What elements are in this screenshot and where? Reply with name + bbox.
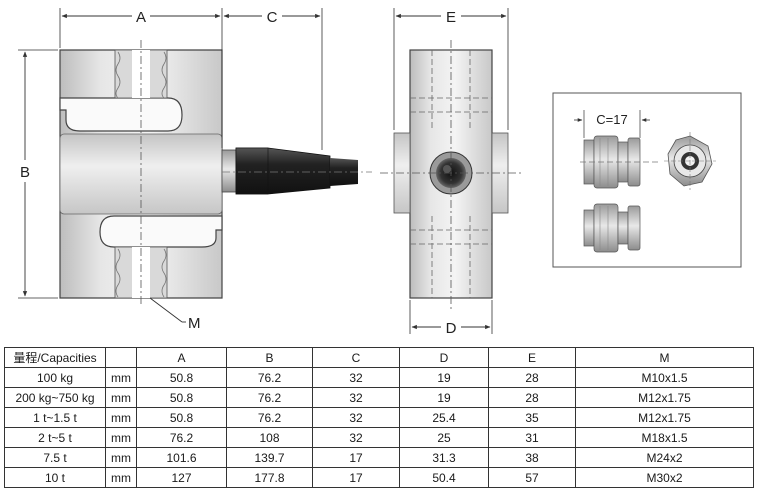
cell-a: 101.6 <box>136 447 227 468</box>
dimension-d: D <box>409 300 493 337</box>
cell-d: 25 <box>399 427 489 448</box>
label-b: B <box>20 164 30 181</box>
label-a: A <box>136 9 146 26</box>
cell-capacity: 10 t <box>4 467 106 488</box>
cell-b: 108 <box>226 427 313 448</box>
cell-a: 50.8 <box>136 407 227 428</box>
cell-e: 57 <box>488 467 576 488</box>
cell-m: M10x1.5 <box>575 367 754 388</box>
cell-c: 32 <box>312 407 400 428</box>
cell-capacity: 1 t~1.5 t <box>4 407 106 428</box>
cell-unit: mm <box>105 367 137 388</box>
cell-a: 50.8 <box>136 367 227 388</box>
cell-b: 76.2 <box>226 387 313 408</box>
cell-c: 32 <box>312 427 400 448</box>
cell-c: 32 <box>312 367 400 388</box>
cell-capacity: 200 kg~750 kg <box>4 387 106 408</box>
dimension-a: A <box>59 8 223 148</box>
header-unit <box>105 347 137 368</box>
side-view <box>380 40 522 310</box>
cell-b: 76.2 <box>226 367 313 388</box>
cell-e: 35 <box>488 407 576 428</box>
table-row: 200 kg~750 kg mm 50.8 76.2 32 19 28 M12x… <box>4 387 754 408</box>
cell-b: 177.8 <box>226 467 313 488</box>
cell-unit: mm <box>105 387 137 408</box>
label-m: M <box>188 315 201 332</box>
capacity-spec-table: 量程/Capacities A B C D E M 100 kg mm 50.8… <box>4 347 754 488</box>
cell-unit: mm <box>105 467 137 488</box>
front-view <box>59 40 372 305</box>
cell-capacity: 7.5 t <box>4 447 106 468</box>
cell-capacity: 100 kg <box>4 367 106 388</box>
cell-a: 50.8 <box>136 387 227 408</box>
dimension-b: B <box>18 49 58 299</box>
cell-m: M18x1.5 <box>575 427 754 448</box>
header-capacities: 量程/Capacities <box>4 347 106 368</box>
dimension-c: C <box>223 8 323 150</box>
table-row: 10 t mm 127 177.8 17 50.4 57 M30x2 <box>4 467 754 488</box>
cell-c: 17 <box>312 467 400 488</box>
gland-detail-box: C=17 <box>552 92 742 268</box>
cell-c: 32 <box>312 387 400 408</box>
cell-d: 25.4 <box>399 407 489 428</box>
cell-d: 50.4 <box>399 467 489 488</box>
cell-b: 76.2 <box>226 407 313 428</box>
cell-a: 127 <box>136 467 227 488</box>
cell-c: 17 <box>312 447 400 468</box>
table-header-row: 量程/Capacities A B C D E M <box>4 347 754 368</box>
header-e: E <box>488 347 576 368</box>
header-c: C <box>312 347 400 368</box>
header-a: A <box>136 347 227 368</box>
label-c: C <box>267 9 278 26</box>
technical-drawing: M A C B <box>18 8 742 337</box>
cell-capacity: 2 t~5 t <box>4 427 106 448</box>
cell-a: 76.2 <box>136 427 227 448</box>
dimension-e: E <box>393 8 509 130</box>
table-row: 100 kg mm 50.8 76.2 32 19 28 M10x1.5 <box>4 367 754 388</box>
cell-d: 31.3 <box>399 447 489 468</box>
table-row: 2 t~5 t mm 76.2 108 32 25 31 M18x1.5 <box>4 427 754 448</box>
cell-unit: mm <box>105 407 137 428</box>
cell-d: 19 <box>399 367 489 388</box>
header-m: M <box>575 347 754 368</box>
cell-e: 28 <box>488 387 576 408</box>
cell-e: 31 <box>488 427 576 448</box>
cell-d: 19 <box>399 387 489 408</box>
thread-callout: M <box>149 297 201 332</box>
table-row: 7.5 t mm 101.6 139.7 17 31.3 38 M24x2 <box>4 447 754 468</box>
cell-m: M12x1.75 <box>575 407 754 428</box>
label-c-detail: C=17 <box>596 112 627 127</box>
header-d: D <box>399 347 489 368</box>
cell-m: M30x2 <box>575 467 754 488</box>
cell-unit: mm <box>105 447 137 468</box>
label-d: D <box>446 320 457 337</box>
cell-e: 28 <box>488 367 576 388</box>
cell-m: M12x1.75 <box>575 387 754 408</box>
cell-e: 38 <box>488 447 576 468</box>
table-row: 1 t~1.5 t mm 50.8 76.2 32 25.4 35 M12x1.… <box>4 407 754 428</box>
label-e: E <box>446 9 456 26</box>
cell-b: 139.7 <box>226 447 313 468</box>
header-b: B <box>226 347 313 368</box>
cell-m: M24x2 <box>575 447 754 468</box>
cell-unit: mm <box>105 427 137 448</box>
